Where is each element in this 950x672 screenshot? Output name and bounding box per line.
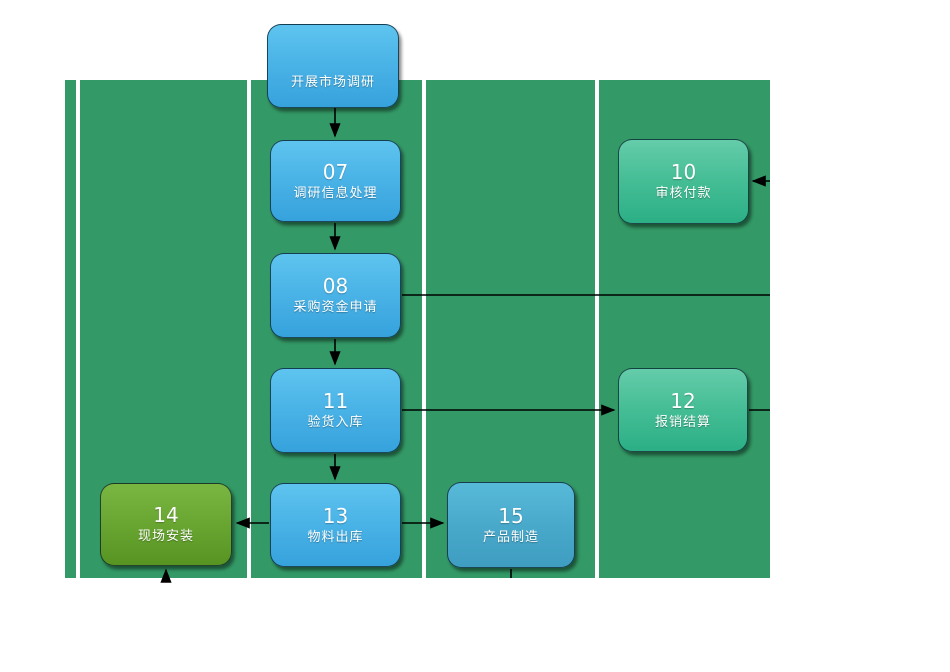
node-market-research[interactable]: 开展市场调研: [267, 24, 399, 108]
node-07-research-info-processing[interactable]: 07 调研信息处理: [270, 140, 401, 222]
node-number: 13: [322, 503, 349, 528]
node-number: 14: [153, 503, 179, 527]
node-14-onsite-installation[interactable]: 14 现场安装: [100, 483, 232, 566]
lane-divider: [422, 80, 426, 578]
node-13-material-outbound[interactable]: 13 物料出库: [270, 483, 401, 567]
node-label: 报销结算: [654, 414, 711, 430]
node-number: 11: [322, 389, 349, 413]
node-number: 07: [322, 159, 349, 184]
node-08-procurement-fund-request[interactable]: 08 采购资金申请: [270, 253, 401, 338]
node-label: 采购资金申请: [293, 300, 378, 315]
node-10-payment-review[interactable]: 10 审核付款: [618, 139, 749, 224]
lane-divider: [595, 80, 599, 578]
node-label: 审核付款: [655, 186, 712, 201]
node-12-reimbursement-settlement[interactable]: 12 报销结算: [618, 368, 748, 452]
lane-divider: [247, 80, 251, 578]
node-label: 产品制造: [482, 529, 539, 545]
node-label: 现场安装: [137, 529, 194, 544]
node-label: 开展市场调研: [290, 75, 375, 90]
node-number: 12: [670, 388, 696, 413]
node-label: 物料出库: [307, 529, 364, 545]
lane-divider: [76, 80, 80, 578]
node-label: 验货入库: [307, 415, 364, 430]
node-number: 15: [498, 503, 524, 528]
node-label: 调研信息处理: [293, 185, 378, 201]
node-11-goods-inspection-storage[interactable]: 11 验货入库: [270, 368, 401, 453]
node-15-product-manufacturing[interactable]: 15 产品制造: [447, 482, 575, 568]
node-number: 08: [322, 274, 349, 298]
node-number: 10: [670, 160, 697, 184]
